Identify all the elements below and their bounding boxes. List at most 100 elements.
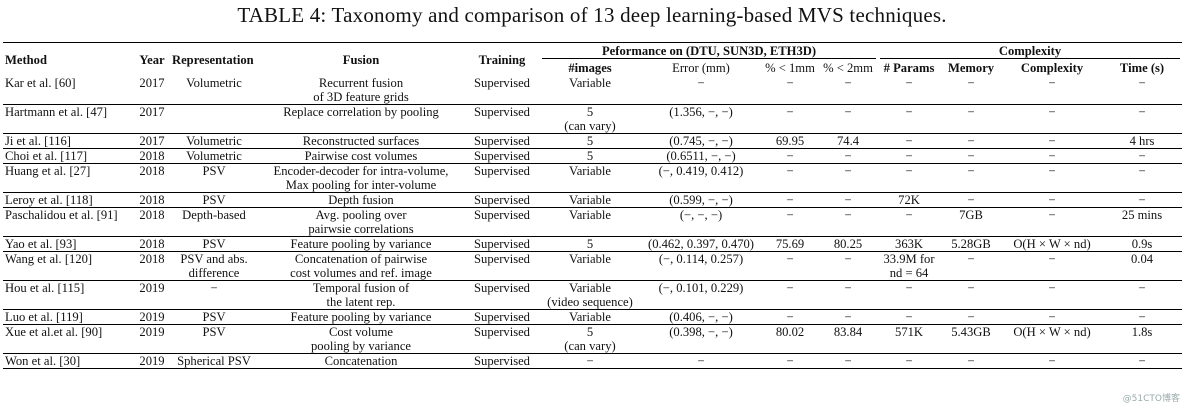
cell-year: 2018: [134, 207, 170, 237]
cell-memory: −: [940, 309, 1003, 325]
cell-fusion: Feature pooling by variance: [258, 309, 464, 325]
cell-images: 5: [540, 236, 640, 252]
cell-images: 5: [540, 133, 640, 149]
cell-fusion: Feature pooling by variance: [258, 236, 464, 252]
cell-pct2: −: [818, 353, 879, 369]
cell-params: −: [878, 104, 941, 134]
cell-error: (0.6511, −, −): [640, 148, 762, 164]
cell-rep: Volumetric: [170, 133, 258, 149]
cell-rep: Volumetric: [170, 76, 258, 105]
cell-params: −: [878, 309, 941, 325]
cell-rep: [170, 104, 258, 134]
cell-pct1: −: [762, 76, 818, 105]
cell-memory: −: [940, 280, 1003, 310]
cell-method: Yao et al. [93]: [3, 236, 134, 252]
cell-fusion: Concatenation: [258, 353, 464, 369]
cell-fusion: Cost volume pooling by variance: [258, 324, 464, 354]
cell-year: 2018: [134, 148, 170, 164]
cell-complexity: −: [1002, 104, 1103, 134]
cell-pct1: −: [762, 104, 818, 134]
cell-images: 5 (can vary): [540, 324, 640, 354]
cell-images: Variable: [540, 251, 640, 281]
cell-memory: −: [940, 353, 1003, 369]
cell-time: −: [1102, 280, 1183, 310]
cell-error: −: [640, 353, 762, 369]
cell-images: −: [540, 353, 640, 369]
cell-memory: −: [940, 163, 1003, 193]
cell-pct2: −: [818, 76, 879, 105]
cell-params: −: [878, 133, 941, 149]
cell-complexity: −: [1002, 148, 1103, 164]
cell-pct1: −: [762, 280, 818, 310]
cell-method: Choi et al. [117]: [3, 148, 134, 164]
cell-complexity: −: [1002, 309, 1103, 325]
cell-method: Huang et al. [27]: [3, 163, 134, 193]
cell-pct2: −: [818, 309, 879, 325]
cell-time: −: [1102, 309, 1183, 325]
cell-year: 2019: [134, 309, 170, 325]
cell-training: Supervised: [464, 148, 540, 164]
cell-pct2: −: [818, 104, 879, 134]
cell-pct1: −: [762, 353, 818, 369]
cell-training: Supervised: [464, 76, 540, 105]
cell-method: Luo et al. [119]: [3, 309, 134, 325]
cell-training: Supervised: [464, 309, 540, 325]
cell-images: Variable (video sequence): [540, 280, 640, 310]
cell-params: 363K: [878, 236, 941, 252]
cell-images: Variable: [540, 207, 640, 237]
cell-pct1: −: [762, 309, 818, 325]
cell-fusion: Recurrent fusion of 3D feature grids: [258, 76, 464, 105]
cell-params: −: [878, 76, 941, 105]
cell-images: Variable: [540, 309, 640, 325]
cell-pct1: −: [762, 163, 818, 193]
cell-training: Supervised: [464, 280, 540, 310]
cell-time: −: [1102, 148, 1183, 164]
cell-year: 2018: [134, 163, 170, 193]
cell-error: (−, −, −): [640, 207, 762, 237]
header-pct2: % < 2mm: [823, 61, 873, 75]
cell-year: 2019: [134, 280, 170, 310]
cell-year: 2019: [134, 353, 170, 369]
header-time: Time (s): [1119, 61, 1165, 75]
cell-error: (0.398, −, −): [640, 324, 762, 354]
cell-training: Supervised: [464, 192, 540, 208]
cell-fusion: Avg. pooling over pairwsie correlations: [258, 207, 464, 237]
header-training: Training: [464, 42, 540, 76]
cell-pct2: −: [818, 163, 879, 193]
cell-training: Supervised: [464, 324, 540, 354]
cell-error: (−, 0.114, 0.257): [640, 251, 762, 281]
table-row: Hou et al. [115]2019−Temporal fusion of …: [3, 280, 1183, 310]
cell-memory: −: [940, 76, 1003, 105]
cell-training: Supervised: [464, 163, 540, 193]
cell-complexity: −: [1002, 207, 1103, 237]
cell-complexity: −: [1002, 192, 1103, 208]
cell-memory: −: [940, 251, 1003, 281]
cell-params: −: [878, 148, 941, 164]
header-complexity: Complexity: [1020, 61, 1084, 75]
cell-fusion: Replace correlation by pooling: [258, 104, 464, 134]
cell-training: Supervised: [464, 207, 540, 237]
cell-memory: −: [940, 192, 1003, 208]
cell-time: −: [1102, 163, 1183, 193]
cell-rep: Volumetric: [170, 148, 258, 164]
cell-complexity: O(H × W × nd): [1002, 236, 1103, 252]
cell-pct1: −: [762, 207, 818, 237]
header-method: Method: [3, 42, 134, 76]
cell-params: −: [878, 207, 941, 237]
cell-method: Hou et al. [115]: [3, 280, 134, 310]
cell-method: Leroy et al. [118]: [3, 192, 134, 208]
cell-training: Supervised: [464, 251, 540, 281]
cell-year: 2017: [134, 76, 170, 105]
cell-pct1: −: [762, 148, 818, 164]
cell-time: 25 mins: [1102, 207, 1183, 237]
cell-rep: Depth-based: [170, 207, 258, 237]
cell-error: (0.462, 0.397, 0.470): [640, 236, 762, 252]
